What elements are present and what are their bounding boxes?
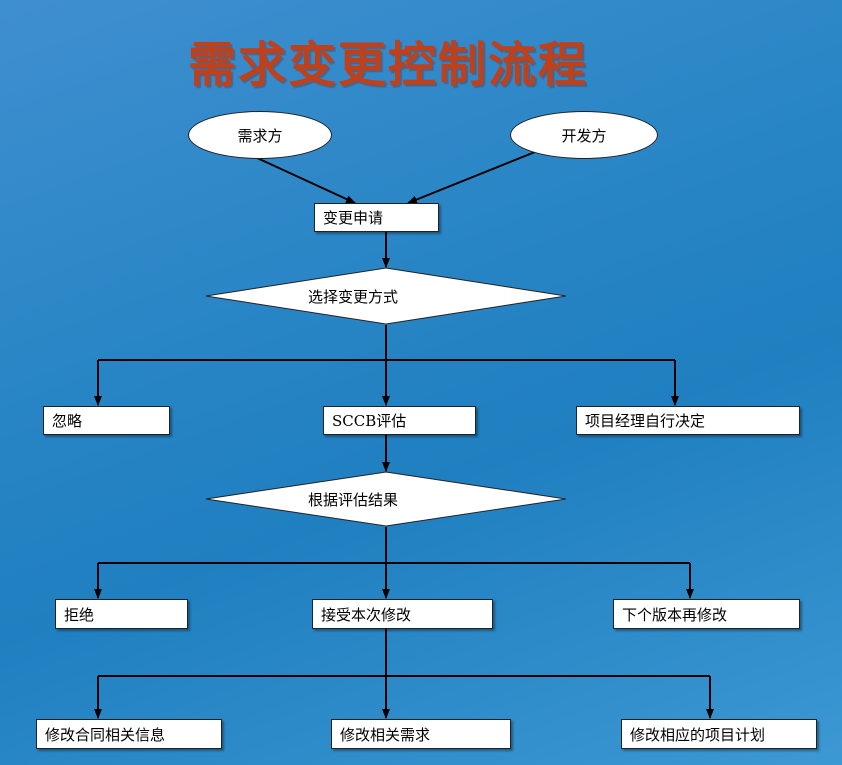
node-sccb-eval: SCCB评估 xyxy=(323,406,476,435)
node-reject-label: 拒绝 xyxy=(64,605,95,624)
node-modify-requirements-label: 修改相关需求 xyxy=(340,725,431,744)
node-ignore: 忽略 xyxy=(43,406,170,435)
node-ignore-label: 忽略 xyxy=(52,412,83,430)
node-requester: 需求方 xyxy=(188,111,332,159)
node-modify-requirements: 修改相关需求 xyxy=(331,719,511,749)
node-accept: 接受本次修改 xyxy=(312,599,493,629)
node-next-version-label: 下个版本再修改 xyxy=(622,605,728,624)
node-sccb-eval-label: SCCB评估 xyxy=(332,412,407,430)
node-change-request-label: 变更申请 xyxy=(323,209,384,227)
decision-diamond-choose-method xyxy=(205,267,567,325)
node-modify-contract-label: 修改合同相关信息 xyxy=(45,725,166,744)
node-by-result-label: 根据评估结果 xyxy=(308,491,399,509)
node-developer-label: 开发方 xyxy=(561,126,607,145)
node-modify-plan-label: 修改相应的项目计划 xyxy=(630,725,766,744)
node-change-request: 变更申请 xyxy=(314,203,439,232)
node-choose-method-label: 选择变更方式 xyxy=(308,288,399,306)
node-developer: 开发方 xyxy=(510,111,658,159)
node-pm-decide: 项目经理自行决定 xyxy=(576,406,800,435)
node-modify-plan: 修改相应的项目计划 xyxy=(621,719,817,749)
node-requester-label: 需求方 xyxy=(237,126,283,145)
page-title: 需求变更控制流程 xyxy=(188,37,589,93)
node-modify-contract: 修改合同相关信息 xyxy=(36,719,222,749)
node-next-version: 下个版本再修改 xyxy=(613,599,800,629)
decision-diamond-by-result xyxy=(205,471,567,527)
node-reject: 拒绝 xyxy=(55,599,188,629)
node-pm-decide-label: 项目经理自行决定 xyxy=(585,412,706,430)
node-accept-label: 接受本次修改 xyxy=(321,605,412,624)
